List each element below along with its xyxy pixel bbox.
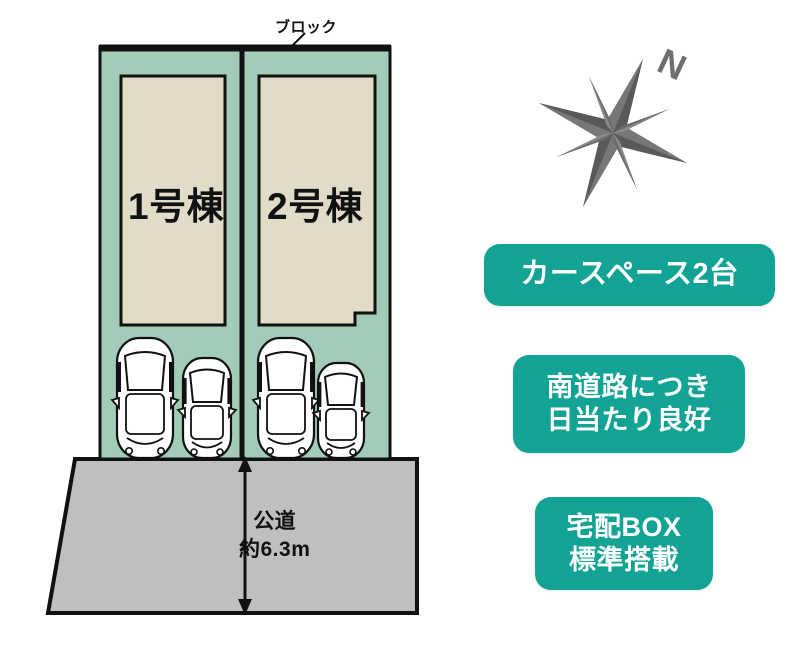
badge-delivery-line2: 標準搭載: [568, 544, 679, 575]
badge-sunlight-line1: 南道路につき: [546, 372, 712, 403]
lot-2-car-large: [251, 336, 321, 460]
badge-car-space-text: カースペース2台: [520, 258, 739, 291]
badge-delivery-box: 宅配BOX 標準搭載: [535, 497, 713, 590]
public-road-label: 公道 約6.3m: [239, 508, 310, 565]
badge-car-space: カースペース2台: [484, 244, 775, 306]
block-label-pointer: [287, 32, 306, 51]
badge-delivery-line1: 宅配BOX: [566, 511, 682, 542]
road-name: 公道: [253, 510, 297, 533]
compass-north-letter: N: [652, 40, 693, 88]
badge-sunlight-line2: 日当たり良好: [546, 405, 712, 435]
building-2-label: 2号棟: [267, 186, 364, 227]
building-1-label: 1号棟: [128, 186, 225, 227]
road-width-dimension-arrow: [238, 456, 252, 615]
block-wall-label: ブロック: [275, 19, 338, 36]
road-width: 約6.3m: [239, 538, 311, 562]
badge-sunlight: 南道路につき 日当たり良好: [513, 355, 745, 453]
lot-1-car-small: [176, 356, 238, 460]
public-road-area: [45, 457, 419, 615]
lot-2-car-small: [311, 361, 371, 460]
building-2-footprint: [257, 74, 377, 327]
lot-1-car-large: [110, 336, 180, 460]
compass-rose-icon: [538, 58, 688, 208]
building-1-footprint: [119, 74, 227, 327]
